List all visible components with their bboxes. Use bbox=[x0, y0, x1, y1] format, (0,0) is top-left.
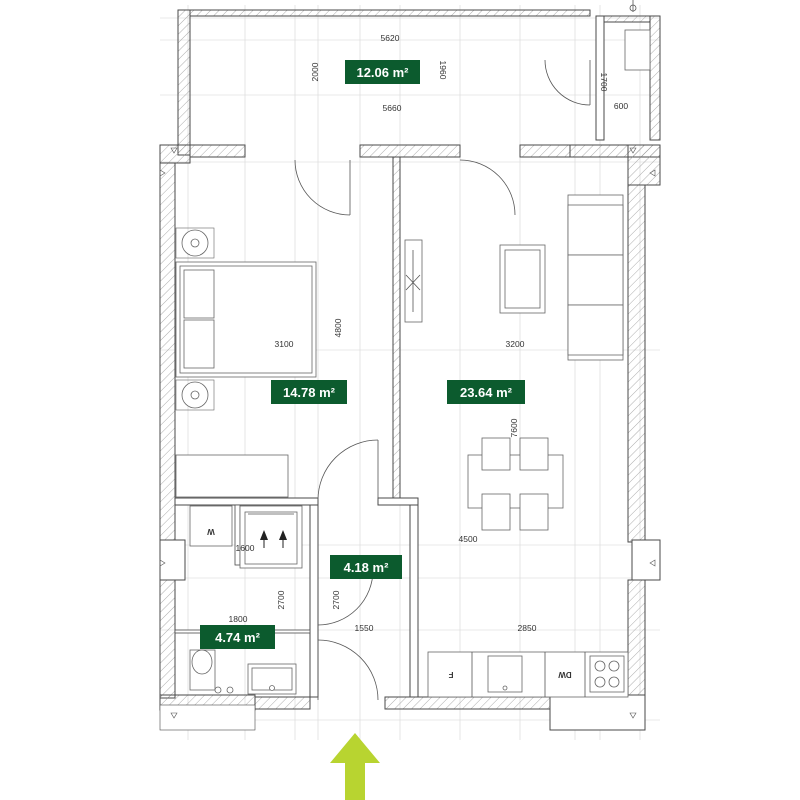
washer-label: W bbox=[207, 527, 215, 536]
area-label-hall: 4.18 m² bbox=[344, 560, 389, 575]
dim-balcony-side-height: 1700 bbox=[599, 73, 609, 92]
bathroom-fixtures bbox=[189, 649, 297, 695]
area-badge-living: 23.64 m² bbox=[447, 380, 525, 404]
bedroom-furniture bbox=[175, 227, 317, 498]
badge-bg bbox=[330, 555, 402, 579]
living-furniture bbox=[404, 194, 624, 531]
area-label-bedroom: 14.78 m² bbox=[283, 385, 336, 400]
dim-living-width: 3200 bbox=[506, 339, 525, 349]
area-label-living: 23.64 m² bbox=[460, 385, 513, 400]
dim-bedroom-depth: 4800 bbox=[333, 318, 343, 337]
area-badge-balcony: 12.06 m² bbox=[345, 60, 420, 84]
dim-storage-width: 1600 bbox=[236, 543, 255, 553]
dishwasher-label: DW bbox=[558, 670, 572, 679]
dim-balcony-bottom: 5660 bbox=[383, 103, 402, 113]
dim-hall-depth: 2700 bbox=[331, 590, 341, 609]
badge-bg bbox=[447, 380, 525, 404]
outer-walls bbox=[159, 144, 661, 731]
dim-balcony-height-right: 1960 bbox=[438, 61, 448, 80]
dim-bath-width: 1800 bbox=[229, 614, 248, 624]
fridge-label: F bbox=[448, 670, 453, 679]
dim-living-lower-width: 4500 bbox=[459, 534, 478, 544]
dimension-labels: 5620 5660 2000 1960 1700 600 3100 4800 3… bbox=[229, 33, 629, 633]
badge-bg bbox=[200, 625, 275, 649]
area-label-balcony: 12.06 m² bbox=[356, 65, 409, 80]
area-badge-bathroom: 4.74 m² bbox=[200, 625, 275, 649]
dim-balcony-height-left: 2000 bbox=[310, 62, 320, 81]
dim-hall-width: 1550 bbox=[355, 623, 374, 633]
appliance-labels: W F DW bbox=[207, 527, 572, 679]
dim-living-depth: 7600 bbox=[509, 418, 519, 437]
dim-balcony-top: 5620 bbox=[381, 33, 400, 43]
section-markers bbox=[159, 147, 656, 719]
area-badge-bedroom: 14.78 m² bbox=[271, 380, 347, 404]
dim-kitchen-width: 2850 bbox=[518, 623, 537, 633]
arrow-up-icon bbox=[330, 733, 380, 800]
dim-balcony-side-width: 600 bbox=[614, 101, 628, 111]
interior-walls bbox=[174, 156, 419, 698]
area-badge-hall: 4.18 m² bbox=[330, 555, 402, 579]
badge-bg bbox=[345, 60, 420, 84]
area-label-bathroom: 4.74 m² bbox=[215, 630, 260, 645]
dim-bedroom-width: 3100 bbox=[275, 339, 294, 349]
dim-storage-depth: 2700 bbox=[276, 590, 286, 609]
doors bbox=[294, 159, 516, 701]
kitchen-fixtures bbox=[427, 651, 629, 698]
storage-fixtures bbox=[189, 505, 303, 569]
badge-bg bbox=[271, 380, 347, 404]
